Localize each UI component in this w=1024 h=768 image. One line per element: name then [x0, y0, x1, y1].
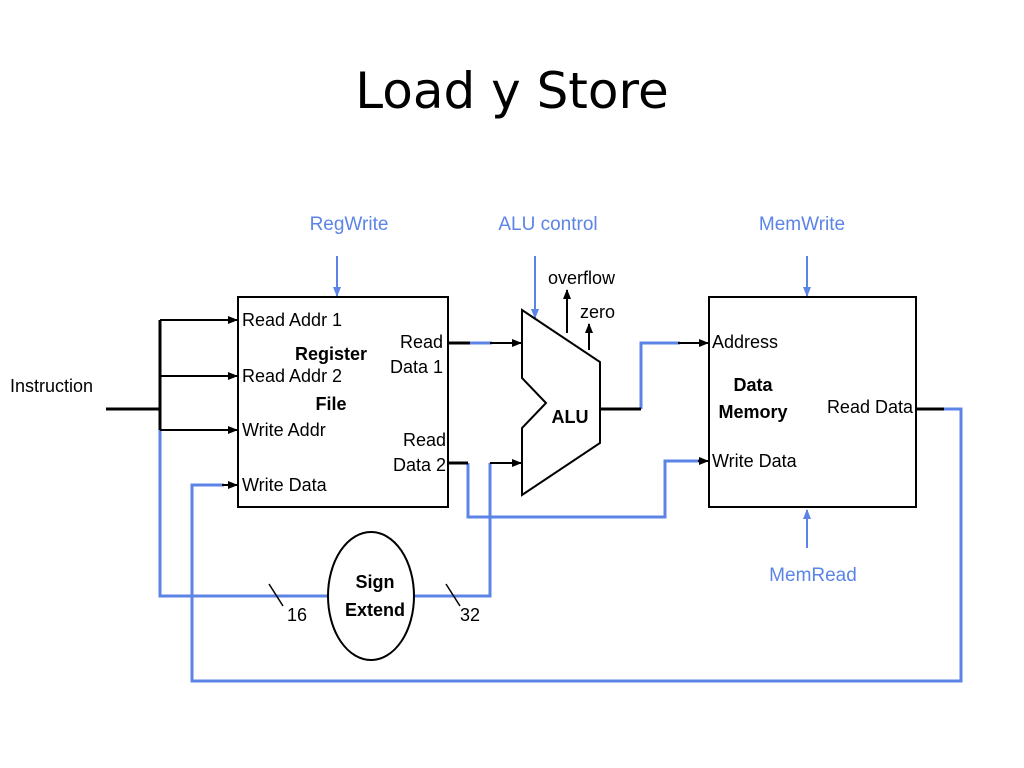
register-file-box: [237, 296, 449, 508]
tick-32: [445, 583, 461, 607]
data-memory-name-2: Memory: [718, 402, 787, 422]
tick-16: [268, 583, 284, 607]
register-file-labels: Read Addr 1 Read Addr 2 Write Addr Write…: [242, 310, 446, 495]
width-ticks: [268, 583, 461, 607]
read-data-2-label-2: Data 2: [393, 455, 446, 475]
width-16-label: 16: [287, 605, 307, 625]
read-addr-1-label: Read Addr 1: [242, 310, 342, 330]
register-file-name-2: File: [315, 394, 346, 414]
wire-sign-extend-to-alu: [414, 463, 492, 598]
zero-label: zero: [580, 302, 615, 322]
memwrite-label: MemWrite: [759, 214, 845, 235]
write-addr-label: Write Addr: [242, 420, 326, 440]
memread-label: MemRead: [769, 565, 857, 586]
data-memory-name-1: Data: [733, 375, 773, 395]
sign-extend-label-1: Sign: [356, 572, 395, 592]
wire-read-data-2-to-mem-write: [466, 459, 700, 519]
read-data-1-label-2: Data 1: [390, 357, 443, 377]
register-file-name-1: Register: [295, 344, 367, 364]
read-addr-2-label: Read Addr 2: [242, 366, 342, 386]
sign-extend-ellipse: [327, 531, 415, 661]
wire-instruction-to-sign-extend: [158, 430, 328, 598]
wire-read-data-feedback: [190, 407, 963, 683]
mem-write-data-label: Write Data: [712, 451, 798, 471]
data-memory-box: [708, 296, 917, 508]
black-arrows: [160, 289, 709, 489]
sign-extend-label-2: Extend: [345, 600, 405, 620]
read-data-2-label-1: Read: [403, 430, 446, 450]
alu-control-label: ALU control: [498, 214, 597, 235]
read-data-1-label-1: Read: [400, 332, 443, 352]
address-label: Address: [712, 332, 778, 352]
blue-wires: [158, 341, 963, 683]
write-data-label: Write Data: [242, 475, 328, 495]
width-32-label: 32: [460, 605, 480, 625]
overflow-label: overflow: [548, 268, 616, 288]
data-memory-labels: Address Data Memory Read Data Write Data: [712, 332, 914, 471]
instruction-label: Instruction: [10, 376, 93, 396]
control-arrows: [333, 256, 811, 548]
slide-title: Load y Store: [355, 62, 669, 120]
wire-alu-to-address: [639, 341, 680, 409]
mem-read-data-label: Read Data: [827, 397, 914, 417]
regwrite-label: RegWrite: [310, 214, 389, 235]
alu-shape: [521, 308, 601, 497]
alu-label: ALU: [552, 407, 589, 427]
control-labels: RegWrite ALU control MemWrite MemRead: [310, 214, 857, 586]
